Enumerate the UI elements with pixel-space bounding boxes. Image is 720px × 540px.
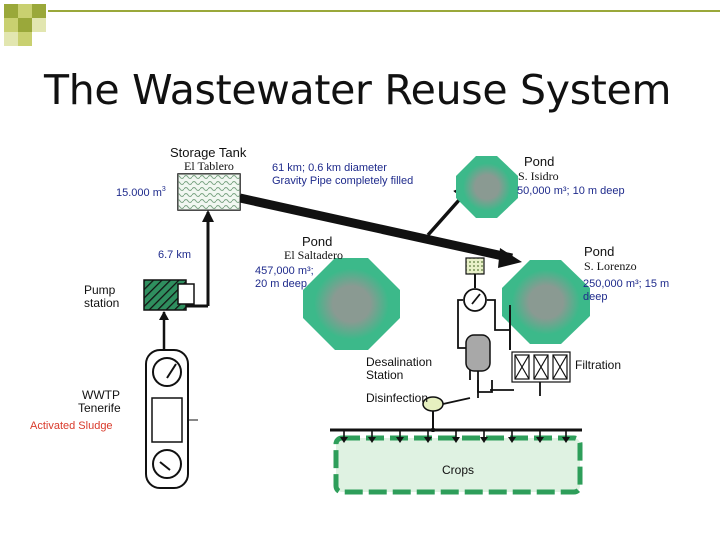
- decor-square-6: [32, 18, 46, 32]
- storage-tank-volume: 15.000 m3: [116, 186, 166, 199]
- pond-s-lorenzo-spec-1: 250,000 m³; 15 m: [583, 278, 669, 290]
- pond-s-lorenzo-place: S. Lorenzo: [584, 259, 637, 273]
- distance-label: 6.7 km: [158, 249, 191, 261]
- pond-s-isidro-label: Pond: [524, 154, 554, 169]
- sprinkler-head: [340, 437, 348, 443]
- sprinkler-head: [452, 437, 460, 443]
- gravity-pipe: [239, 193, 513, 263]
- filter-unit-3: [552, 354, 568, 380]
- sprinkler-head: [562, 437, 570, 443]
- sprinkler-head: [368, 437, 376, 443]
- wwtp-label-1: WWTP: [82, 388, 120, 402]
- desalination-label-2: Station: [366, 368, 403, 382]
- desalination-vessel: [465, 334, 491, 372]
- decor-square-8: [4, 32, 18, 46]
- wwtp-gauge-bottom-needle: [159, 461, 171, 471]
- pond-s-isidro-spec: 50,000 m³; 10 m deep: [517, 185, 625, 197]
- sprinkler-group: [340, 430, 570, 443]
- crops-field: [333, 435, 583, 495]
- inlet-chamber: [465, 257, 485, 275]
- disinfection-label: Disinfection: [366, 391, 428, 405]
- pump-feed-arrowhead: [159, 311, 169, 320]
- desalination-label-1: Desalination: [366, 355, 432, 369]
- decor-square-3: [32, 4, 46, 18]
- pond-el-saltadero-spec-1: 457,000 m³;: [255, 265, 314, 277]
- decor-top-bar: [48, 10, 720, 12]
- filter-unit-2: [533, 354, 549, 380]
- sprinkler-head: [396, 437, 404, 443]
- pond-s-isidro-place: S. Isidro: [518, 169, 559, 183]
- sprinkler-head: [424, 437, 432, 443]
- storage-tank-place: El Tablero: [184, 159, 234, 173]
- pond-el-saltadero-place: El Saltadero: [284, 248, 343, 262]
- sprinkler-head: [480, 437, 488, 443]
- pond-s-lorenzo-shape: [502, 260, 590, 344]
- decor-square-1: [4, 4, 18, 18]
- pond-s-isidro-shape: [456, 156, 518, 218]
- wwtp-tank: [151, 397, 183, 443]
- wwtp-gauge-top-needle: [166, 363, 177, 379]
- pond-el-saltadero-label: Pond: [302, 234, 332, 249]
- filtration-frame: [511, 351, 571, 383]
- pond-el-saltadero-shape: [303, 258, 400, 350]
- wwtp-gauge-top: [152, 357, 182, 387]
- disinfection-inlet: [442, 397, 471, 405]
- sprinkler-head: [536, 437, 544, 443]
- pond-el-saltadero-spec-2: 20 m deep: [255, 278, 307, 290]
- storage-tank-fill: [178, 174, 240, 210]
- storage-tank: [177, 173, 241, 211]
- inlet-gauge-needle: [471, 293, 481, 305]
- sprinkler-head: [508, 437, 516, 443]
- crops-label: Crops: [442, 463, 474, 477]
- storage-tank-name: Storage Tank: [170, 145, 247, 160]
- pipe-spec-line1: 61 km; 0.6 km diameter: [272, 162, 387, 174]
- pump-riser-arrowhead: [202, 210, 214, 222]
- filtration-label: Filtration: [575, 358, 621, 372]
- pump-station-label-1: Pump: [84, 283, 116, 297]
- pond-s-lorenzo-label: Pond: [584, 244, 614, 259]
- wwtp-process-label: Activated Sludge: [30, 420, 113, 432]
- gravity-pipe-arrowhead: [498, 248, 522, 268]
- wwtp-label-2: Tenerife: [78, 401, 121, 415]
- decor-square-2: [18, 4, 32, 18]
- decor-square-4: [4, 18, 18, 32]
- slide-title: The Wastewater Reuse System: [44, 66, 672, 114]
- pipe-spec-line2: Gravity Pipe completely filled: [272, 175, 413, 187]
- decor-square-5: [18, 18, 32, 32]
- pump-connector: [177, 283, 195, 305]
- filter-unit-1: [514, 354, 530, 380]
- pump-station-label-2: station: [84, 296, 119, 310]
- decor-square-7: [18, 32, 32, 46]
- wwtp-gauge-bottom: [152, 449, 182, 479]
- pond-s-lorenzo-spec-2: deep: [583, 291, 607, 303]
